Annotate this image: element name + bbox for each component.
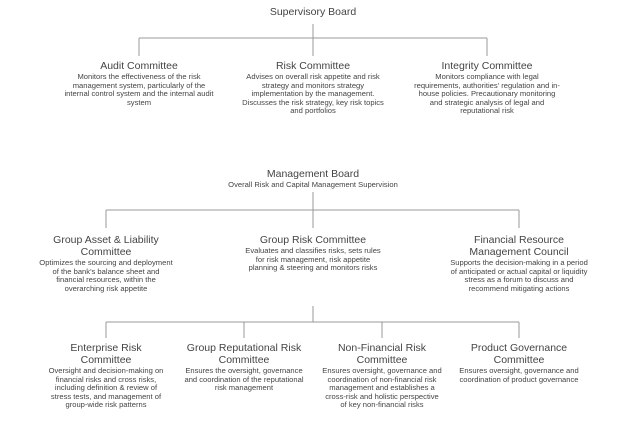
group-risk-committee-node: Group Risk Committee Evaluates and class…: [241, 234, 385, 273]
reputational-risk-desc: Ensures the oversight, governance and co…: [184, 366, 304, 393]
risk-committee-desc: Advises on overall risk appetite and ris…: [242, 72, 384, 116]
audit-committee-title: Audit Committee: [100, 60, 178, 72]
integrity-committee-title: Integrity Committee: [441, 60, 533, 72]
enterprise-risk-node: Enterprise Risk Committee Oversight and …: [44, 342, 168, 410]
management-board-subtitle: Overall Risk and Capital Management Supe…: [228, 180, 398, 189]
supervisory-board-node: Supervisory Board: [213, 6, 413, 18]
risk-committee-node: Risk Committee Advises on overall risk a…: [238, 60, 388, 116]
integrity-committee-desc: Monitors compliance with legal requireme…: [414, 72, 560, 116]
enterprise-risk-title: Enterprise Risk Committee: [70, 342, 142, 366]
audit-committee-node: Audit Committee Monitors the effectivene…: [64, 60, 214, 107]
non-financial-risk-desc: Ensures oversight, governance and coordi…: [322, 366, 442, 410]
non-financial-risk-node: Non-Financial Risk Committee Ensures ove…: [322, 342, 442, 410]
product-governance-desc: Ensures oversight, governance and coordi…: [459, 366, 579, 384]
reputational-risk-title: Group Reputational Risk Committee: [186, 342, 302, 366]
galco-title: Group Asset & Liability Committee: [53, 234, 159, 258]
galco-node: Group Asset & Liability Committee Optimi…: [38, 234, 174, 293]
galco-desc: Optimizes the sourcing and deployment of…: [39, 258, 173, 293]
audit-committee-desc: Monitors the effectiveness of the risk m…: [64, 72, 214, 107]
risk-committee-title: Risk Committee: [275, 60, 351, 72]
management-board-node: Management Board Overall Risk and Capita…: [183, 168, 443, 190]
reputational-risk-node: Group Reputational Risk Committee Ensure…: [184, 342, 304, 393]
supervisory-board-title: Supervisory Board: [269, 6, 357, 18]
frmc-desc: Supports the decision-making in a period…: [450, 258, 588, 293]
product-governance-node: Product Governance Committee Ensures ove…: [458, 342, 580, 384]
frmc-node: Financial Resource Management Council Su…: [446, 234, 592, 293]
enterprise-risk-desc: Oversight and decision-making on financi…: [48, 366, 164, 410]
group-risk-committee-desc: Evaluates and classifies risks, sets rul…: [245, 246, 381, 273]
management-board-title: Management Board: [266, 168, 360, 180]
frmc-title: Financial Resource Management Council: [469, 234, 569, 258]
non-financial-risk-title: Non-Financial Risk Committee: [337, 342, 427, 366]
product-governance-title: Product Governance Committee: [470, 342, 568, 366]
integrity-committee-node: Integrity Committee Monitors compliance …: [412, 60, 562, 116]
group-risk-committee-title: Group Risk Committee: [259, 234, 367, 246]
